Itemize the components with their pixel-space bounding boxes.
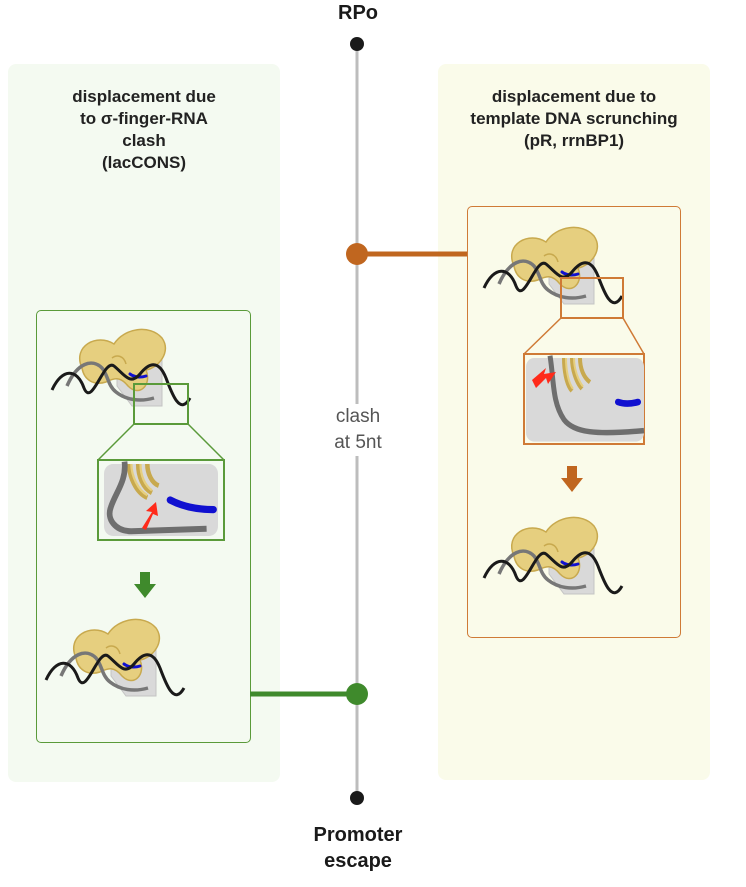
left-down-arrow xyxy=(134,572,156,598)
right-mechanism-box xyxy=(467,206,681,638)
right-down-arrow xyxy=(561,466,583,492)
left-complex-displaced xyxy=(44,617,186,698)
left-zoom-panel xyxy=(97,459,225,541)
left-clash-arrow xyxy=(142,502,158,530)
right-complex-initial xyxy=(482,225,624,306)
promoter-escape-label: Promoter escape xyxy=(313,824,403,872)
rpo-node xyxy=(350,37,364,51)
left-complex-initial xyxy=(50,327,192,408)
right-complex-displaced xyxy=(482,515,624,596)
clash-label: clash at 5nt xyxy=(318,404,398,456)
right-zoom-frame xyxy=(560,277,624,319)
right-connector-node xyxy=(346,243,368,265)
left-panel-heading: displacement due to σ-finger-RNA clash (… xyxy=(72,87,216,172)
escape-node xyxy=(350,791,364,805)
left-zoom-detail xyxy=(104,462,218,536)
left-zoom-frame xyxy=(133,383,189,425)
right-panel-heading: displacement due to template DNA scrunch… xyxy=(470,87,678,150)
right-zoom-detail xyxy=(526,356,644,442)
rpo-label: RPo xyxy=(338,2,378,24)
right-clash-arrow xyxy=(532,368,556,388)
left-connector-node xyxy=(346,683,368,705)
left-mechanism-box xyxy=(36,310,251,743)
